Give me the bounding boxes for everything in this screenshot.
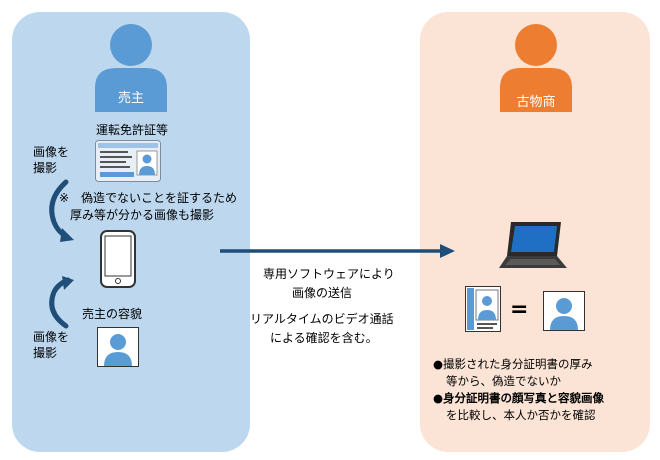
smartphone-icon [100, 230, 136, 288]
check-2-line-2: を比較し、本人か否かを確認 [446, 408, 596, 422]
transfer-line-3: リアルタイムのビデオ通話 [250, 312, 394, 326]
id-card-icon [95, 140, 161, 182]
transfer-line-4: による確認を含む。 [270, 331, 378, 345]
check-1-line-2: 等から、偽造でないか [446, 374, 561, 388]
capture-label-1: 画像を 撮影 [33, 145, 70, 175]
dealer-person-icon [500, 24, 572, 112]
forgery-note: ※ 偽造でないことを証するため [59, 191, 238, 205]
check-1-line-1: ●撮影された身分証明書の厚み [433, 357, 593, 371]
dealer-role-label: 古物商 [516, 95, 556, 110]
curved-arrow-down [49, 179, 74, 242]
transfer-line-1: 専用ソフトウェアにより [263, 267, 395, 281]
id-card-vertical-icon [465, 286, 501, 332]
seller-role-label: 売主 [117, 91, 144, 106]
laptop-icon [499, 222, 567, 268]
face-label: 売主の容貌 [82, 307, 143, 321]
transfer-arrow [220, 244, 455, 258]
forgery-note-2: 厚み等が分かる画像も撮影 [70, 208, 215, 222]
dealer-face-photo-icon [543, 291, 585, 331]
seller-person-icon [95, 24, 167, 112]
check-2-line-1: ●身分証明書の顔写真と容貌画像 [433, 391, 605, 405]
equals-sign: = [510, 297, 529, 322]
curved-arrow-up [49, 276, 74, 329]
capture-label-2: 画像を 撮影 [33, 330, 70, 360]
face-photo-icon [97, 327, 139, 367]
transfer-line-2: 画像の送信 [292, 286, 353, 300]
license-label: 運転免許証等 [96, 123, 169, 137]
